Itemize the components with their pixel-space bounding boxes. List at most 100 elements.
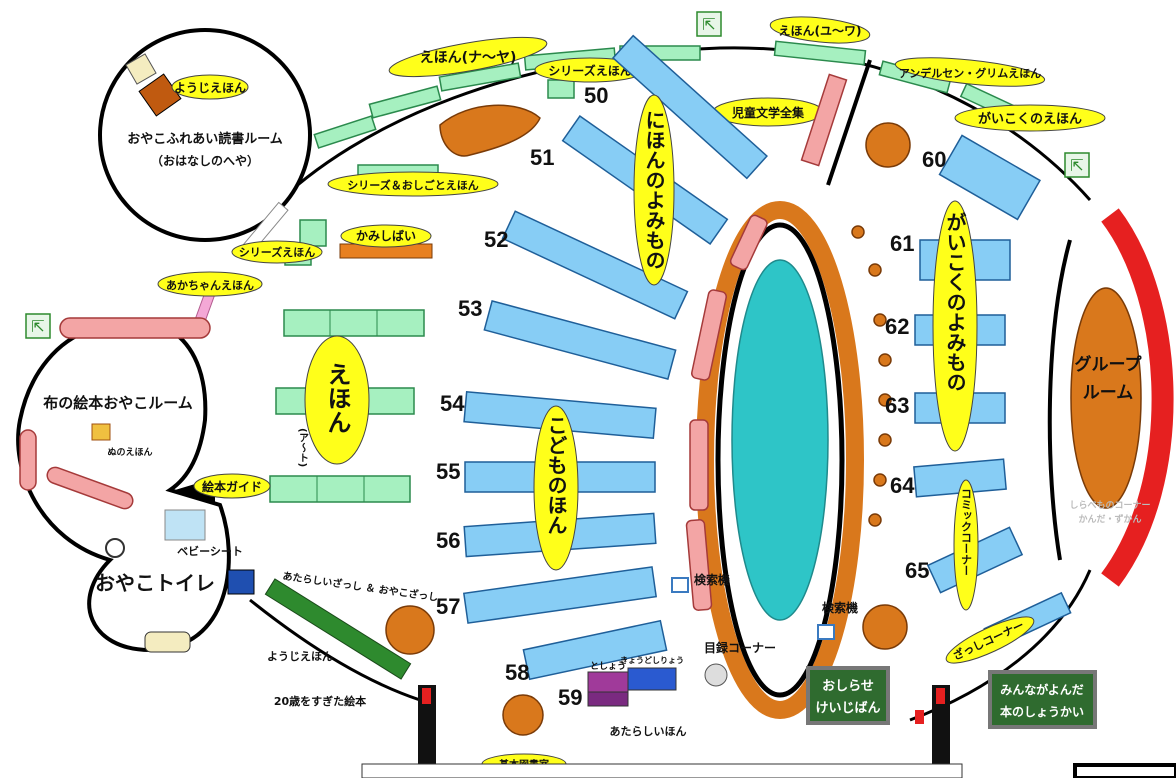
shelf-number-61: 61 [890,231,914,256]
andersen-label: アンデルセン・グリムえほん [899,66,1042,80]
pillar [418,685,436,778]
shelf-number-60: 60 [922,147,946,172]
series-oshigoto-label: シリーズ＆おしごとえほん [347,178,478,192]
computer-icon [817,624,835,640]
nuno-ehon-label: ぬのえほん [107,447,152,458]
exit-icon: ⇱ [1064,152,1090,178]
ehon-label: えほん [323,362,351,434]
nuno-ehon-icon [91,423,111,441]
shelf-number-62: 62 [885,314,909,339]
pool-stools [851,225,892,527]
ehon-yu-wa-tag [769,16,871,44]
round-table [862,604,908,650]
toilet-icon [227,569,255,595]
chair-icon [125,53,157,85]
group-room-label-2: ルーム [1083,383,1134,403]
oshirase-label: おしらせ [822,679,874,694]
fire-extinguisher-icon [915,710,924,724]
group-room-table [1070,287,1142,509]
kensaku1-label: 検索機 [694,572,730,587]
minna2-label: 本のしょうかい [1000,704,1084,719]
comic-label: コミックコーナー [960,488,973,576]
20sai-label: 20歳をすぎた絵本 [274,694,366,708]
kodomo-hon-label: こどものほん [544,415,568,535]
fire-extinguisher-icon [422,688,431,704]
toilet-label: おやこトイレ [95,571,215,595]
sink-icon [144,631,191,653]
gaikoku-ehon-tag [954,104,1106,132]
shelf-number-59: 59 [558,685,582,710]
shelf-number-64: 64 [890,473,915,498]
svg-text:⇱: ⇱ [1070,156,1083,175]
group-room-label-1: グループ [1075,354,1143,375]
globe-icon [704,663,728,687]
baby-seat-icon [164,509,206,541]
new-books-shelf-59a [587,671,629,693]
kamishibai-label: かみしばい [356,228,416,243]
akachan-tag [157,271,263,297]
svg-text:⇱: ⇱ [31,317,44,336]
ehon-guide-label: 絵本ガイド [202,479,262,494]
exit-icon: ⇱ [696,11,722,37]
nihon-yomimono-label: にほんのよみもの [642,110,666,270]
shelf-number-51: 51 [530,145,554,170]
series-ehon-label: シリーズえほん [548,63,631,78]
fire-extinguisher-icon [936,688,945,704]
atarashii-zasshi-shelf [264,578,412,680]
pillar [932,685,950,778]
round-table [865,122,911,168]
ehon-guide-tag [193,473,271,499]
red-shelf-top [800,73,848,167]
shelf-number-54: 54 [440,391,465,416]
divider-wall [826,59,872,186]
ehon-na-ya-label: えほん(ナ～ヤ) [420,50,517,66]
kensaku2-label: 検索機 [822,600,858,615]
ohanashi-label: （おはなしのへや） [151,153,259,168]
youji-ehon-tag [171,74,249,100]
oyako-fureai-label: おやこふれあい読書ルーム [127,131,283,147]
round-table [502,694,544,736]
pool-seats [685,214,768,611]
series-ehon2-label: シリーズえほん [239,245,315,259]
youji-ehon2-label: ようじえほん [267,650,333,663]
shelf-number-50: 50 [584,83,608,108]
central-pool [731,259,829,621]
sakuin-label: 目録コーナー [704,640,776,655]
nuno-room-label: 布の絵本おやこルーム [43,394,193,412]
oshirase-board [806,666,890,725]
kamishibai-tag [340,224,432,248]
gaikoku-yomimono-label: がいこくのよみもの [943,211,967,392]
shelf-number-57: 57 [436,594,460,619]
new-books-shelf-59b [627,667,677,691]
minna-board [988,670,1097,729]
ehon-na-ya-tag [388,36,548,78]
group-room-red-ring [1101,208,1174,587]
akachan-label: あかちゃんえほん [166,279,254,292]
central-black-ring [715,222,845,698]
yoko1-label: としょう [590,661,626,672]
group-room-wall [1047,239,1072,561]
kodomo-hon-tag [533,405,579,571]
round-table [385,605,435,655]
nuno-room-seats [19,317,211,510]
ehon-sub-label: (ア～ト) [297,428,308,467]
outer-wall-bottom-left [249,598,421,702]
bottom-edge [361,763,963,778]
jido-bungaku-label: 児童文学全集 [731,105,805,120]
gaikoku-yomimono-tag [932,200,978,452]
study-table [439,104,541,157]
ehon-tag [304,335,370,465]
baby-icon [105,538,125,558]
babysheet-label: ベビーシート [177,544,243,558]
series-ehon2-tag [231,240,323,264]
shelf-number-53: 53 [458,296,482,321]
shirabemono-label: しらべものコーナー [1069,500,1150,511]
zasshi-tag [945,616,1035,664]
shelf-number-63: 63 [885,393,909,418]
youji-ehon-label: ようじえほん [174,81,246,95]
shelf-number-56: 56 [436,528,460,553]
andersen-tag [894,57,1046,87]
shelf-number-55: 55 [436,459,460,484]
keijiban-label: けいじばん [815,701,880,716]
